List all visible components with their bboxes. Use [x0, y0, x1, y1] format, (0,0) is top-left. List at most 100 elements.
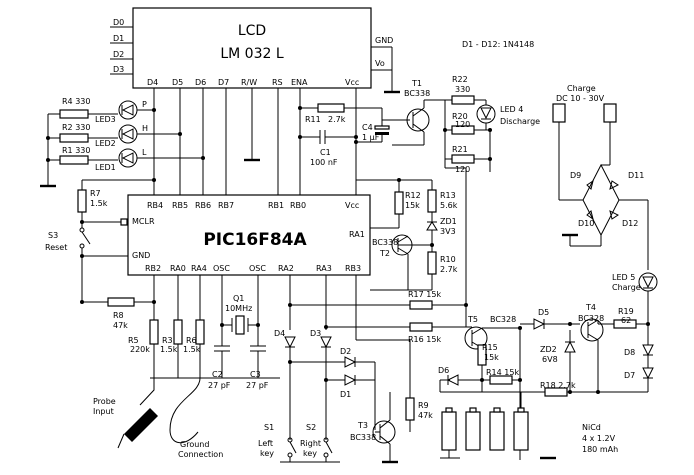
t4-label: T4 — [585, 303, 596, 312]
c3-label: C3 — [250, 370, 261, 379]
r9-label: R9 — [418, 401, 429, 410]
probe-label2: Input — [93, 407, 114, 416]
lcd-pin-vcc: Vcc — [345, 78, 359, 87]
zd2-value: 6V8 — [542, 355, 558, 364]
lcd-pin-gnd: GND — [375, 36, 393, 45]
r20-label: R20 — [452, 112, 468, 121]
t2-label: T2 — [379, 249, 390, 258]
lcd-pin-rw: R/W — [241, 78, 257, 87]
led4-label: LED 4 — [500, 105, 523, 114]
lcd-pin-d5: D5 — [172, 78, 183, 87]
r18-label: R18 2.7k — [540, 381, 576, 390]
led3-label: LED3 — [95, 115, 116, 124]
led5-label: LED 5 — [612, 273, 635, 282]
s1-text2: key — [260, 449, 274, 458]
r22-label: R22 — [452, 75, 468, 84]
r7-label: R7 — [90, 189, 101, 198]
mcu-pin-ra2: RA2 — [278, 264, 294, 273]
d11-label: D11 — [628, 171, 644, 180]
mcu-pin-rb4: RB4 — [147, 201, 163, 210]
r20-value: 120 — [455, 120, 470, 129]
t1-transistor — [392, 99, 445, 146]
r11-label: R11 — [305, 115, 321, 124]
led-h-label: H — [142, 124, 148, 133]
mcu-pin-ra4: RA4 — [191, 264, 207, 273]
t4-value: BC328 — [578, 314, 604, 323]
diode-note: D1 - D12: 1N4148 — [462, 40, 534, 49]
led-l-label: L — [142, 148, 147, 157]
r15-value: 15k — [484, 353, 499, 362]
charge-range: DC 10 - 30V — [556, 94, 605, 103]
mcu-pin-ra0: RA0 — [170, 264, 186, 273]
nicd-spec: 4 x 1.2V — [582, 434, 616, 443]
q1-label: Q1 — [233, 294, 244, 303]
t2-value: BC338 — [372, 238, 398, 247]
ground-label2: Connection — [178, 450, 223, 459]
c2-label: C2 — [212, 370, 223, 379]
r1-label: R1 330 — [62, 146, 90, 155]
r12-value: 15k — [405, 201, 420, 210]
c1-label: C1 — [320, 148, 331, 157]
d5-label: D5 — [538, 308, 549, 317]
t1-value: BC338 — [404, 89, 430, 98]
led1-label: LED1 — [95, 163, 116, 172]
lcd-pin-d3: D3 — [113, 65, 124, 74]
s1-label: S1 — [264, 423, 274, 432]
key-circuit — [280, 275, 466, 464]
t3-value: BC338 — [350, 433, 376, 442]
r13-label: R13 — [440, 191, 456, 200]
r6-value: 1.5k — [183, 345, 201, 354]
discharge-resistors — [443, 95, 496, 305]
c2-value: 27 pF — [208, 381, 231, 390]
c4-value: 1 µF — [362, 133, 380, 142]
lcd-bus-wiring — [153, 88, 410, 195]
r8-label: R8 — [113, 311, 124, 320]
mcu-pin-ra3: RA3 — [316, 264, 332, 273]
s2-label: S2 — [306, 423, 316, 432]
r21-label: R21 — [452, 145, 468, 154]
r5-value: 220k — [130, 345, 150, 354]
ground-label: Ground — [180, 440, 209, 449]
r6-label: R6 — [186, 336, 197, 345]
reset-circuit — [77, 178, 156, 302]
r3-label: R3 — [162, 336, 173, 345]
r10-label: R10 — [440, 255, 456, 264]
d9-label: D9 — [570, 171, 581, 180]
d3-label: D3 — [310, 329, 321, 338]
t3-label: T3 — [357, 421, 368, 430]
lcd-pin-d7: D7 — [218, 78, 229, 87]
lcd-pin-d1: D1 — [113, 34, 124, 43]
charge-label: Charge — [567, 84, 596, 93]
nicd-label: NiCd — [582, 423, 601, 432]
charge-bridge — [552, 103, 658, 392]
r3-value: 1.5k — [160, 345, 178, 354]
lcd-pin-rs: RS — [272, 78, 283, 87]
t5-value: BC328 — [490, 315, 516, 324]
lcd-model: LM 032 L — [220, 46, 284, 62]
r16-label: R16 15k — [408, 335, 441, 344]
r19-value: 62 — [621, 316, 631, 325]
input-resistors — [149, 275, 280, 379]
d1-label: D1 — [340, 390, 351, 399]
zd2-label: ZD2 — [540, 345, 557, 354]
led-p-label: P — [142, 100, 147, 109]
r8-line — [80, 297, 154, 307]
lcd-pin-d6: D6 — [195, 78, 206, 87]
d4-label: D4 — [274, 329, 285, 338]
lcd-pin-d2: D2 — [113, 50, 124, 59]
r22-value: 330 — [455, 85, 470, 94]
zd1-label: ZD1 — [440, 217, 457, 226]
lcd-pin-ena: ENA — [291, 78, 308, 87]
mcu-pin-ra1: RA1 — [349, 230, 365, 239]
led5-desc: Charge — [612, 283, 641, 292]
c4-label: C4 — [362, 123, 373, 132]
d8-label: D8 — [624, 348, 635, 357]
d7-label: D7 — [624, 371, 635, 380]
mcu-pin-rb2: RB2 — [145, 264, 161, 273]
s2-text2: key — [303, 449, 317, 458]
mcu-pin-rb3: RB3 — [345, 264, 361, 273]
oscillator — [214, 275, 266, 378]
ra1-circuit — [355, 178, 438, 291]
mcu-pin-rb0: RB0 — [290, 201, 306, 210]
r17-label: R17 15k — [408, 290, 441, 299]
